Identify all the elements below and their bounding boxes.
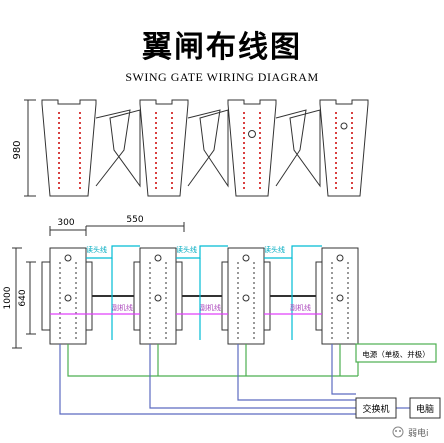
power-box <box>355 343 437 363</box>
top-gate-row <box>24 99 369 197</box>
label-sub-machine-line-2: 副机线 <box>200 303 221 312</box>
top-gate-4 <box>289 99 369 197</box>
bottom-gate-2 <box>133 247 183 345</box>
bottom-gate-4 <box>315 247 359 345</box>
dim-lines <box>12 222 185 349</box>
bottom-gate-3 <box>221 247 271 345</box>
computer-box <box>409 397 441 419</box>
label-reader-line-3: 读头线 <box>264 245 285 254</box>
dim-height-top: 980 <box>12 140 23 159</box>
computer-box-label: 电脑 <box>416 403 434 415</box>
switch-box <box>355 397 397 419</box>
label-reader-line-2: 读头线 <box>176 245 197 254</box>
watermark-icon <box>392 426 404 438</box>
diagram-subtitle: SWING GATE WIRING DIAGRAM <box>125 70 319 84</box>
dim-width-b: 550 <box>126 215 143 225</box>
switch-box-label: 交换机 <box>362 403 389 415</box>
reader-lines <box>86 245 322 340</box>
bottom-gate-1 <box>41 247 93 345</box>
power-lines <box>67 344 359 377</box>
label-reader-line-1: 读头线 <box>86 245 107 254</box>
watermark-text: 弱电i <box>408 427 429 439</box>
power-box-label: 电源（单极、并极） <box>362 349 430 359</box>
network-lines <box>59 344 410 415</box>
top-gate-2 <box>109 99 221 197</box>
label-sub-machine-line-3: 副机线 <box>290 303 311 312</box>
dim-height-inner: 640 <box>18 289 28 306</box>
top-gate-3 <box>199 99 307 197</box>
dim-width-a: 300 <box>57 218 74 228</box>
top-gate-1 <box>41 99 131 197</box>
dim-height-total: 1000 <box>3 286 13 309</box>
label-sub-machine-line-1: 副机线 <box>112 303 133 312</box>
diagram-title: 翼闸布线图 <box>142 30 302 65</box>
